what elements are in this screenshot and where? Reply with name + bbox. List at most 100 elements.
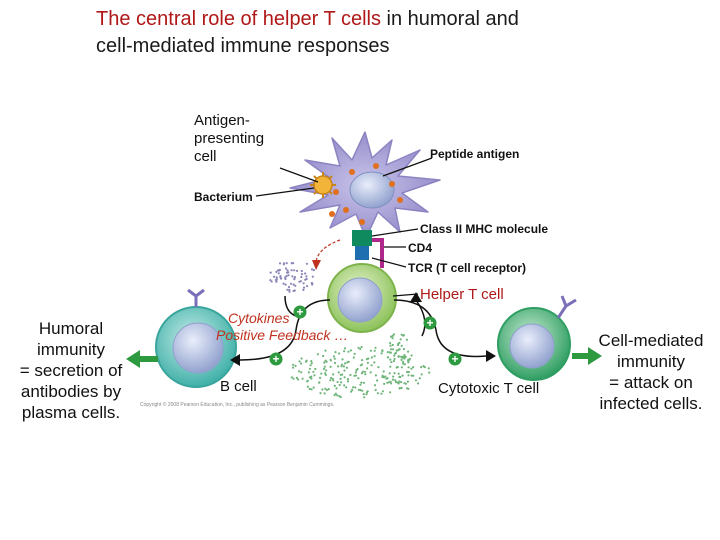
cytokine-dot [308,387,311,391]
svg-text:+: + [426,316,433,330]
cytokine-dot [310,362,313,365]
cytokine-dot [338,352,341,355]
cytokine-dot [289,282,293,285]
cytokine-dot [302,282,305,285]
cytokine-dot [284,267,288,270]
cytokine-dot [325,369,328,372]
cytokine-dot [307,371,310,374]
cytokine-dot [400,366,403,369]
cytokine-dot [338,383,341,387]
cytokine-dot [373,349,376,352]
cytokine-dot [402,334,405,337]
cytokine-dot [300,273,304,276]
cytokine-dot [400,355,403,358]
cytokine-dot [407,370,410,374]
bacterium-icon [310,172,336,198]
cytokine-dot [417,382,420,385]
cytokine-dot [391,343,394,347]
cytokine-dot [319,376,322,379]
cytokine-dot [324,372,327,375]
mhc-molecule [352,230,372,246]
cytokine-dot [344,362,347,365]
cytokine-dot [407,361,410,364]
diagram-title: The central role of helper T cells in hu… [96,6,519,60]
cytokine-dot [337,365,340,368]
cytokine-dot [292,363,295,366]
cytokine-dot [381,349,384,352]
cytokine-dot [391,337,394,340]
cytokine-dot [340,381,343,384]
cytokine-dot [352,356,355,359]
cytokine-dot [414,379,418,382]
cytokine-dot [362,381,365,384]
cytokine-dot [323,361,326,364]
cytokine-dot [423,366,426,369]
cytokine-dot [290,376,293,379]
cytokine-dot [405,338,408,341]
cytokine-dot [394,351,397,355]
cytokine-dot [412,374,415,377]
cytokine-dot [361,389,364,392]
feedback-arrows [230,292,496,366]
cell-mediated-arrow [572,347,602,365]
cytotoxic-t-cell [497,295,577,381]
cytokine-dot [293,269,296,272]
cytokine-dot [332,379,335,382]
cytokine-dot [284,277,287,281]
cytokine-dot [386,351,389,354]
cytokine-dot [279,276,282,279]
cytokine-dot [400,381,403,384]
tcr-receptor [355,246,369,260]
cytokine-dot [332,355,336,358]
cytokine-dot [357,346,360,349]
cytokine-dot [361,359,364,362]
cytokine-dot [402,362,405,365]
plus-icon: + [423,316,437,330]
cytokine-dot [295,376,298,379]
cytokine-dot [304,272,307,275]
cytokine-dot [343,347,347,350]
cytokine-dot [376,392,379,395]
cytokine-dot [292,366,295,369]
cytokine-dot [420,373,423,376]
cytokine-dot [389,348,393,351]
b-cell-label: B cell [220,378,257,395]
cytokine-dot [329,379,332,382]
cytokine-dot [376,379,379,382]
cytokine-dot [298,360,301,363]
cytokine-dot [380,352,383,355]
cell-mediated-immunity-text: Cell-mediated immunity = attack on infec… [598,331,704,413]
cytokine-dot [293,289,296,292]
cytokine-dot [410,354,413,357]
cytokine-dot [306,285,309,288]
cytokine-dot [287,285,290,289]
cytokine-dot [341,358,344,361]
cytokine-dot [288,290,291,293]
cytokine-dot [278,262,282,265]
cytokine-dot [401,355,405,358]
cytokine-dot [360,345,363,349]
cytokine-dot [275,276,278,279]
helper-t-cell [327,263,397,333]
cytokine-dot [339,377,342,380]
cytokine-dot [301,377,304,380]
cytokine-dot [389,380,392,383]
cytokine-dot [323,365,326,368]
cytokine-dot [366,390,369,393]
cytokine-dot [332,373,335,376]
cytokine-dot [290,269,293,272]
peptide-antigen-markers [329,163,403,225]
title-line2: cell-mediated immune responses [96,35,390,57]
cytokine-dot [362,393,365,396]
cytokine-dot [316,353,319,356]
cytokine-dot [367,357,370,360]
cytokine-dot [298,280,301,283]
cytokine-dot [401,374,404,377]
cytokine-dot [291,275,294,278]
cytokine-dot [346,378,349,381]
cytokine-dot [427,367,430,370]
helper-t-cell-label: Helper T cell [420,286,504,303]
cytokine-dot [298,370,301,373]
cytokine-dot [365,393,368,396]
cytokine-dot [402,348,406,351]
